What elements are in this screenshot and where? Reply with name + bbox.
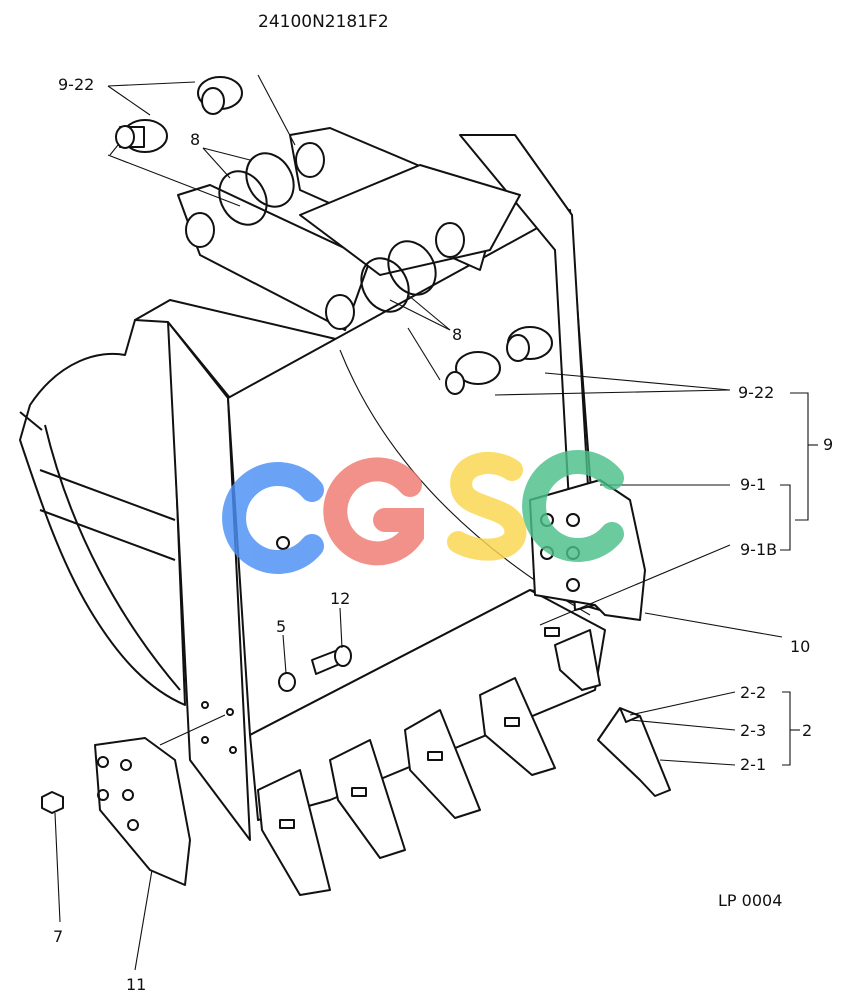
- label-9-22-top: 9-22: [58, 75, 94, 94]
- label-5: 5: [276, 617, 286, 636]
- label-9-22-right: 9-22: [738, 383, 774, 402]
- label-2: 2: [802, 721, 812, 740]
- bushings-part-9-22: [115, 76, 553, 395]
- label-10: 10: [790, 637, 810, 656]
- label-9-1: 9-1: [740, 475, 766, 494]
- label-11: 11: [126, 975, 146, 994]
- tooth-part-2: [597, 707, 671, 797]
- part-labels: 9-22 8 8 9-22 9 9-1 9-1B 10 12 5 2-2 2-3…: [53, 75, 833, 994]
- label-9: 9: [823, 435, 833, 454]
- nut-part-7: [41, 791, 64, 814]
- label-9-1B: 9-1B: [740, 540, 777, 559]
- bucket-teeth: [257, 627, 601, 896]
- label-7: 7: [53, 927, 63, 946]
- label-2-1: 2-1: [740, 755, 766, 774]
- label-12: 12: [330, 589, 350, 608]
- label-8-mid: 8: [452, 325, 462, 344]
- label-2-3: 2-3: [740, 721, 766, 740]
- leader-lines: [54, 74, 818, 971]
- diagram-title: 24100N2181F2: [258, 12, 389, 32]
- drawing-code: LP 0004: [718, 891, 782, 910]
- label-8-top: 8: [190, 130, 200, 149]
- label-2-2: 2-2: [740, 683, 766, 702]
- bolt-part-12: [311, 645, 352, 675]
- washer-part-5: [278, 672, 296, 692]
- side-cutter-left: [94, 737, 191, 886]
- watermark-logo: [222, 450, 624, 574]
- o-rings-part-8: [218, 152, 437, 313]
